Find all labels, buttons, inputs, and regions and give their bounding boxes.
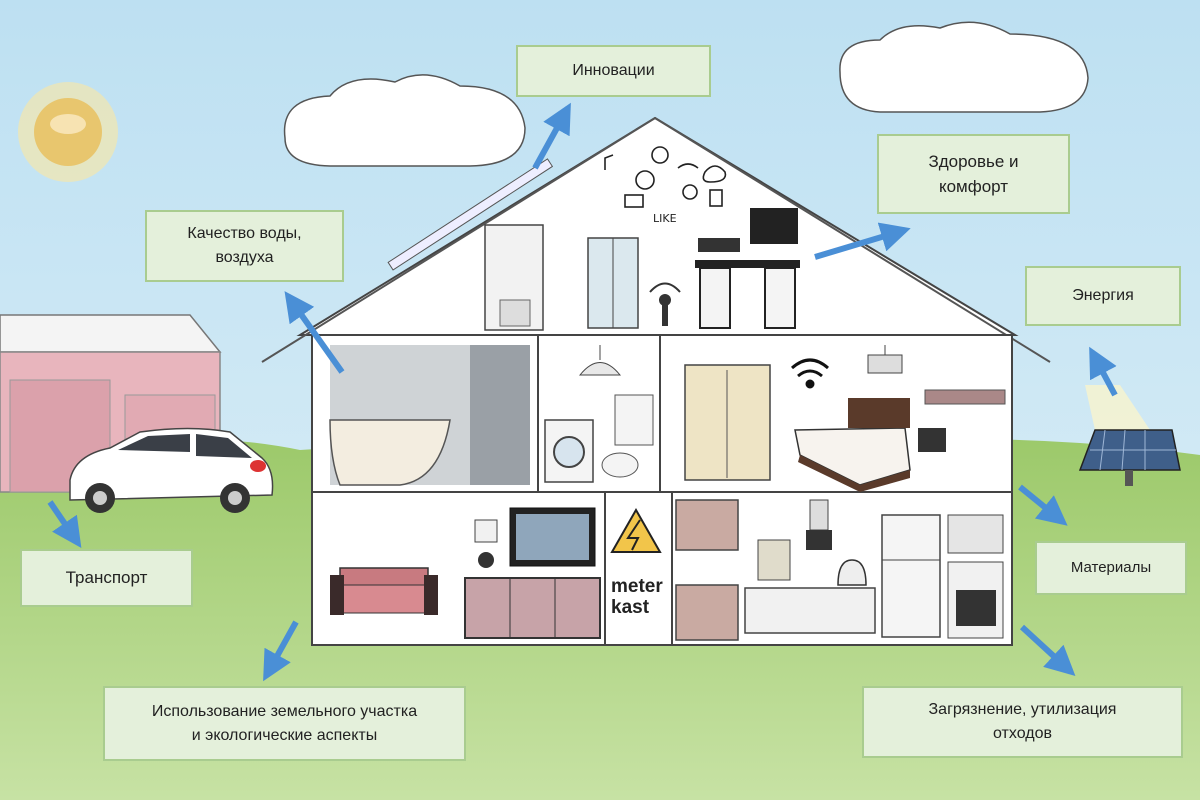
blender-icon: [806, 499, 832, 550]
arrow-water-air: [284, 291, 345, 374]
kettle-icon: [837, 559, 867, 586]
arrow-energy: [1089, 346, 1118, 397]
washing-machine-icon: [544, 419, 594, 483]
social-icons-cluster: [604, 146, 727, 208]
tv-cabinet-icon: [464, 577, 601, 639]
arrow-pollution-waste: [1019, 624, 1076, 677]
arrow-transport: [47, 500, 82, 548]
car-icon: [69, 427, 274, 513]
coffee-machine-icon: [757, 539, 791, 581]
label-transport: Транспорт: [20, 549, 193, 607]
wifi-icon: [791, 358, 829, 389]
ceiling-lamp-icon: [578, 345, 622, 376]
cloud-right: [839, 21, 1089, 113]
socket-icon: [474, 519, 498, 568]
solar-panel-icon: [1078, 385, 1181, 486]
counter-icon: [744, 587, 876, 634]
arrow-land-use: [263, 620, 299, 682]
bed-icon: [794, 398, 911, 492]
wardrobe-icon: [684, 364, 771, 481]
kitchen-cabinets-icon: [675, 499, 739, 641]
label-materials: Материалы: [1035, 541, 1187, 595]
sun-icon: [18, 82, 118, 182]
arrows: [47, 102, 1118, 682]
sink-toilet-icon: [601, 394, 654, 478]
fridge-icon: [881, 514, 941, 638]
stove-icon: [947, 514, 1004, 639]
label-land-use: Использование земельного участка и эколо…: [103, 686, 466, 761]
wardrobe-attic-icon: [587, 237, 639, 329]
label-energy: Энергия: [1025, 266, 1181, 326]
label-pollution-waste: Загрязнение, утилизация отходов: [862, 686, 1183, 758]
desk-icon: [695, 208, 800, 329]
meter-line-1: meter: [611, 576, 663, 597]
warning-sign-icon: [610, 507, 662, 553]
label-innovations: Инновации: [516, 45, 711, 97]
meter-line-2: kast: [611, 596, 650, 618]
meter-box-label: meter kast: [611, 576, 663, 619]
tv-icon: [509, 507, 596, 567]
like-text: LIKE: [653, 212, 677, 225]
shelf-icon: [918, 389, 1006, 452]
router-icon: [649, 282, 681, 326]
pendant-lamp-icon: [867, 345, 903, 374]
house-roof: [261, 116, 1051, 363]
label-water-air: Качество воды, воздуха: [145, 210, 344, 282]
cloud-left: [283, 74, 526, 167]
label-health-comfort: Здоровье и комфорт: [877, 134, 1070, 214]
arrow-health-comfort: [814, 222, 911, 260]
arrow-materials: [1018, 484, 1068, 526]
sofa-icon: [330, 567, 438, 615]
boiler-icon: [484, 224, 544, 331]
arrow-innovations: [532, 102, 571, 170]
bathroom-room: [329, 345, 530, 486]
